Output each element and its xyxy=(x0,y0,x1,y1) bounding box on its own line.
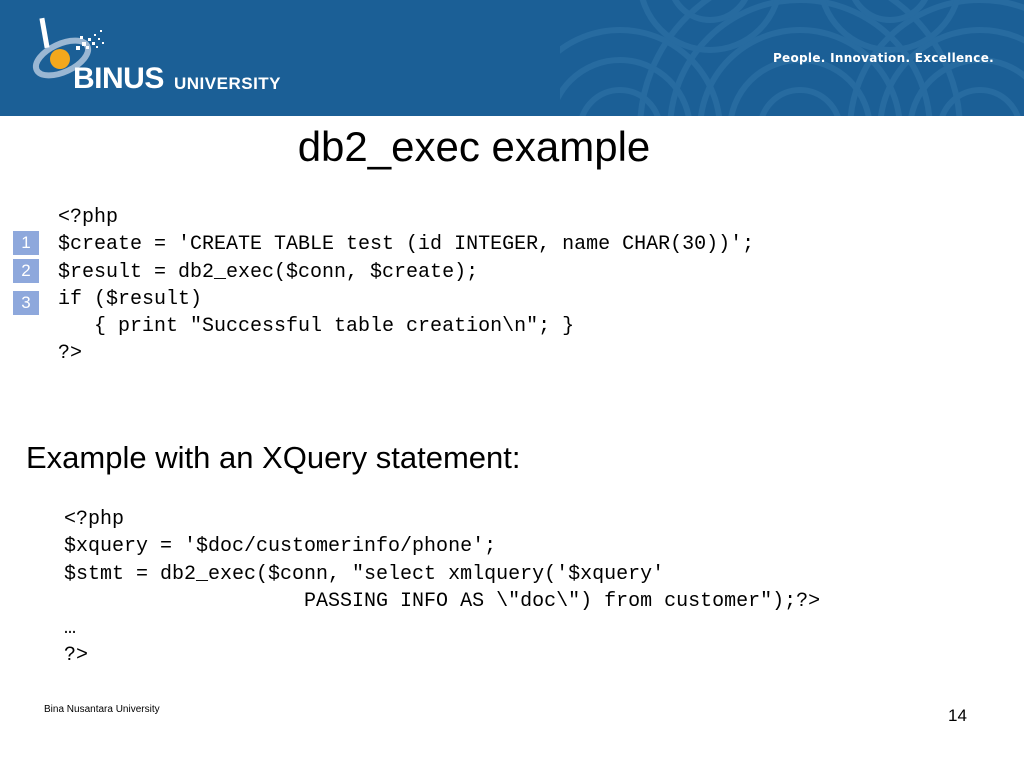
binus-logo-icon xyxy=(32,17,104,79)
header-tagline: People. Innovation. Excellence. xyxy=(772,51,994,65)
slide-title: db2_exec example xyxy=(297,123,651,170)
step-badge-1: 1 xyxy=(13,231,39,255)
footer-institution: Bina Nusantara University xyxy=(44,704,160,715)
xquery-subheading: Example with an XQuery statement: xyxy=(26,440,521,475)
code-block-create-table: <?php $create = 'CREATE TABLE test (id I… xyxy=(58,206,755,366)
logo-wordmark: BINUS xyxy=(73,62,164,95)
step-badge-3: 3 xyxy=(13,291,39,315)
step-badge-2: 2 xyxy=(13,259,39,283)
code-block-xquery: <?php $xquery = '$doc/customerinfo/phone… xyxy=(64,508,821,668)
slide-header: BINUS UNIVERSITY People. Innovation. Exc… xyxy=(0,0,1024,116)
logo-wordmark-university: UNIVERSITY xyxy=(174,74,282,93)
page-number: 14 xyxy=(948,706,967,725)
header-wave-pattern xyxy=(560,0,1024,116)
